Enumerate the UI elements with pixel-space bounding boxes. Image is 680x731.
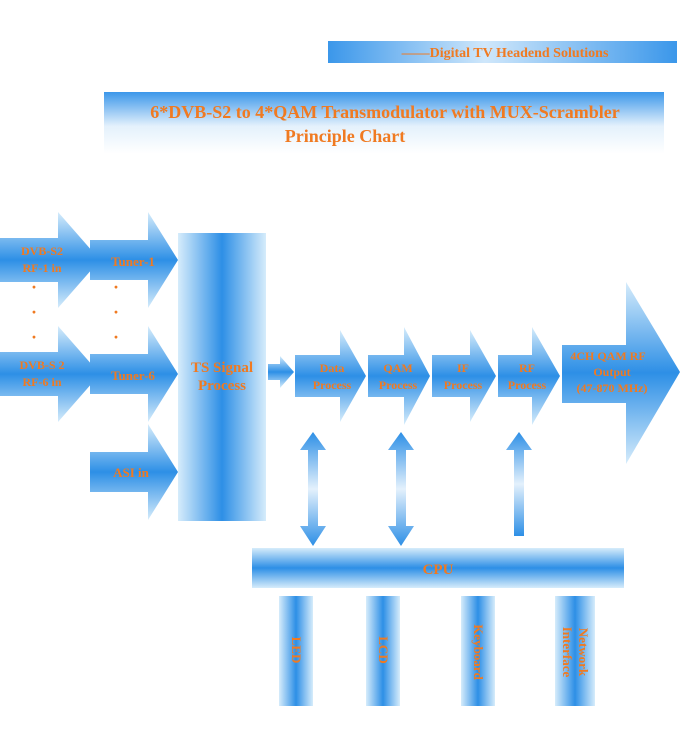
input-rf6-label-line1: DVB-S 2: [19, 358, 64, 372]
tuner-dots: ·: [113, 327, 119, 347]
diagram-title-line1: 6*DVB-S2 to 4*QAM Transmodulator with MU…: [150, 102, 619, 122]
if-process-label-line2: Process: [444, 378, 483, 392]
diagram-title-line2: Principle Chart: [285, 126, 405, 146]
tagline: ——Digital TV Headend Solutions: [401, 46, 609, 61]
data-process-label-line1: Data: [320, 361, 345, 375]
tuner1-label: Tuner-1: [111, 254, 155, 269]
input-rf1-label-line1: DVB-S2: [21, 244, 63, 258]
lcd-label: LCD: [376, 636, 391, 663]
asi-label: ASI in: [113, 465, 150, 480]
tuner6-label: Tuner-6: [111, 368, 155, 383]
output-label-line2: Output: [593, 365, 630, 379]
qam-process-arrow: [368, 327, 430, 425]
network-label-line1: Network: [576, 628, 591, 677]
rf-process-arrow: [498, 327, 560, 425]
output-label-line3: (47-870 MHz): [577, 381, 648, 395]
ts-label-line1: TS Signal: [191, 360, 253, 376]
input-arrow-rf6: [0, 326, 100, 422]
qam-process-label-line2: Process: [379, 378, 418, 392]
led-label: LED: [289, 637, 304, 664]
qam-process-label-line1: QAM: [383, 361, 412, 375]
tagline-bar: [328, 41, 677, 63]
network-label-line2: Interface: [560, 627, 575, 678]
keyboard-block: [461, 596, 495, 706]
input-dots: ·: [31, 277, 37, 297]
rf-process-label-line2: Process: [508, 378, 547, 392]
tuner6-arrow: [90, 326, 178, 422]
tuner-dots: ·: [113, 277, 119, 297]
input-dots: ·: [31, 302, 37, 322]
if-process-label-line1: IF: [457, 361, 469, 375]
cpu-label: CPU: [423, 562, 454, 578]
title-banner: [104, 92, 664, 154]
tuner-dots: ·: [113, 302, 119, 322]
input-rf6-label-line2: RF-6 in: [23, 375, 62, 389]
lcd-block: [366, 596, 400, 706]
input-dots: ·: [31, 327, 37, 347]
if-process-arrow: [432, 330, 496, 422]
ts-signal-process-block: [178, 233, 266, 521]
led-block: [279, 596, 313, 706]
qam-rf-output-arrow: [562, 282, 680, 464]
input-rf1-label-line2: RF-1 in: [23, 261, 62, 275]
data-process-label-line2: Process: [313, 378, 352, 392]
cpu-data-connector: [300, 432, 326, 546]
cpu-qam-connector: [388, 432, 414, 546]
keyboard-label: Keyboard: [471, 624, 486, 680]
ts-to-data-arrow: [268, 356, 294, 388]
ts-label-line2: Process: [198, 378, 246, 394]
cpu-block: [252, 548, 624, 588]
rf-process-label-line1: RF: [519, 361, 535, 375]
data-process-arrow: [295, 330, 366, 422]
tuner1-arrow: [90, 212, 178, 308]
network-interface-block: [555, 596, 595, 706]
input-arrow-rf1: [0, 212, 100, 308]
output-label-line1: 4CH QAM RF: [570, 349, 645, 363]
asi-arrow: [90, 424, 178, 520]
cpu-rf-connector: [506, 432, 532, 536]
